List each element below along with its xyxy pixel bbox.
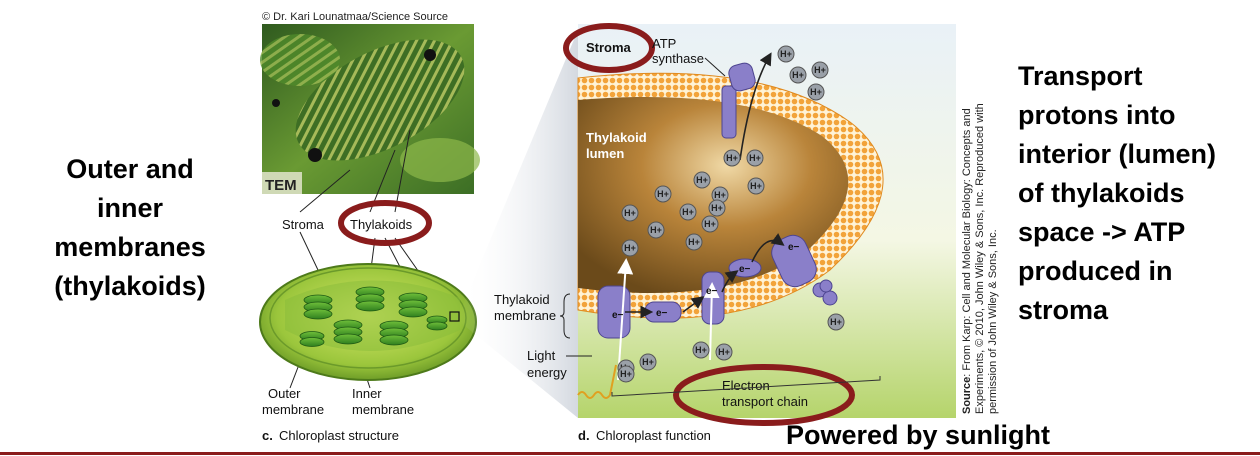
label-inner-membrane-line2: membrane bbox=[352, 402, 414, 417]
proton-label: H+ bbox=[726, 153, 738, 163]
label-stroma-d: Stroma bbox=[586, 40, 632, 55]
left-annotation-line: membranes bbox=[54, 232, 206, 262]
electron-label: e− bbox=[739, 264, 751, 275]
proton-label: H+ bbox=[682, 207, 694, 217]
label-thylakoid-membrane-line1: Thylakoid bbox=[494, 292, 550, 307]
right-annotation: Transport protons into interior (lumen) … bbox=[1018, 57, 1258, 330]
proton-label: H+ bbox=[688, 237, 700, 247]
electron-label: e− bbox=[656, 308, 668, 319]
micrograph-tag: TEM bbox=[265, 177, 297, 194]
proton-label: H+ bbox=[714, 190, 726, 200]
label-electron-chain-line2: transport chain bbox=[722, 394, 808, 409]
electron-chain-bracket bbox=[611, 376, 881, 397]
caption-c-text: Chloroplast structure bbox=[279, 428, 399, 443]
label-thylakoids: Thylakoids bbox=[350, 217, 413, 232]
right-annotation-line: protons into bbox=[1018, 100, 1176, 130]
label-lumen-line2: lumen bbox=[586, 146, 624, 161]
electron-label: e− bbox=[788, 242, 800, 253]
panel-d: H+ H+ H+ H+ H+ H+ H+ H+ H+ H+ H+ H+ H+ H… bbox=[563, 23, 956, 443]
label-inner-membrane-line1: Inner bbox=[352, 386, 382, 401]
atp-synthase bbox=[721, 62, 756, 139]
right-annotation-line: Transport bbox=[1018, 61, 1143, 91]
electron-labels: e− e− e− e− e− bbox=[612, 242, 800, 321]
source-credit-line1: Source: From Karp: Cell and Molecular Bi… bbox=[961, 108, 973, 414]
left-annotation-line: (thylakoids) bbox=[54, 271, 206, 301]
thylakoid-membrane-brace bbox=[559, 293, 571, 339]
slide-footer-rule bbox=[0, 452, 1260, 455]
electron-flow-arrows bbox=[625, 52, 785, 319]
proton-label: H+ bbox=[810, 87, 822, 97]
label-atp-synthase-line1: ATP bbox=[652, 36, 676, 51]
proton-label: H+ bbox=[749, 153, 761, 163]
label-light-energy-line2: energy bbox=[527, 365, 567, 380]
label-outer-membrane-line1: Outer bbox=[268, 386, 301, 401]
atp-leader-line bbox=[704, 57, 726, 77]
proton-label: H+ bbox=[695, 345, 707, 355]
left-annotation-line: inner bbox=[96, 193, 163, 223]
proton-label: H+ bbox=[657, 189, 669, 199]
proton-cluster: H+ H+ H+ H+ H+ H+ H+ H+ H+ H+ H+ H+ H+ H… bbox=[617, 45, 845, 383]
source-credit-line3: permission of John Wiley & Sons, Inc. bbox=[987, 229, 999, 414]
proton-label: H+ bbox=[624, 208, 636, 218]
grana-stacks bbox=[299, 286, 448, 347]
proton-label: H+ bbox=[792, 70, 804, 80]
photo-credit: © Dr. Kari Lounatmaa/Science Source bbox=[262, 11, 448, 23]
label-thylakoid-membrane-line2: membrane bbox=[494, 308, 556, 323]
tem-micrograph: TEM bbox=[260, 24, 480, 194]
label-light-energy-line1: Light bbox=[527, 348, 556, 363]
right-annotation-line: space -> ATP bbox=[1018, 217, 1186, 247]
zoom-funnel bbox=[460, 30, 578, 418]
right-annotation-line: of thylakoids bbox=[1018, 178, 1185, 208]
proton-label: H+ bbox=[642, 357, 654, 367]
label-stroma: Stroma bbox=[282, 217, 325, 232]
electron-chain-highlight-ring bbox=[673, 364, 855, 426]
proton-label: H+ bbox=[814, 65, 826, 75]
left-annotation: Outer and inner membranes (thylakoids) bbox=[30, 150, 230, 306]
caption-d-text: Chloroplast function bbox=[596, 428, 711, 443]
electron-label: e− bbox=[706, 286, 718, 297]
electron-label: e− bbox=[612, 310, 624, 321]
proton-label: H+ bbox=[650, 225, 662, 235]
right-annotation-line: interior (lumen) bbox=[1018, 139, 1217, 169]
caption-d-letter: d. bbox=[578, 428, 590, 443]
proton-label: H+ bbox=[718, 347, 730, 357]
label-outer-membrane-line2: membrane bbox=[262, 402, 324, 417]
thylakoids-highlight-ring bbox=[338, 200, 432, 246]
proton-label: H+ bbox=[750, 181, 762, 191]
source-credit-bold: Source bbox=[961, 377, 973, 414]
stroma-highlight-ring bbox=[563, 23, 655, 73]
label-electron-chain-line1: Electron bbox=[722, 378, 770, 393]
proton-label: H+ bbox=[711, 203, 723, 213]
proton-label: H+ bbox=[620, 369, 632, 379]
source-credit-line2: Experiments, © 2010, John Wiley & Sons, … bbox=[974, 103, 986, 414]
proton-pump-arrows bbox=[617, 258, 720, 381]
light-wave-icon bbox=[577, 364, 617, 399]
bottom-annotation: Powered by sunlight bbox=[786, 420, 1051, 450]
proton-label: H+ bbox=[704, 219, 716, 229]
label-atp-synthase-line2: synthase bbox=[652, 51, 704, 66]
label-lumen-line1: Thylakoid bbox=[586, 130, 647, 145]
right-annotation-line: stroma bbox=[1018, 295, 1109, 325]
source-credit-text: : From Karp: Cell and Molecular Biology:… bbox=[961, 108, 973, 376]
proton-label: H+ bbox=[830, 317, 842, 327]
proton-label: H+ bbox=[696, 175, 708, 185]
chloroplast-3d-model bbox=[259, 263, 477, 381]
right-annotation-line: produced in bbox=[1018, 256, 1173, 286]
left-annotation-line: Outer and bbox=[66, 154, 194, 184]
proton-label: H+ bbox=[780, 49, 792, 59]
caption-c-letter: c. bbox=[262, 428, 273, 443]
proton-label: H+ bbox=[624, 243, 636, 253]
